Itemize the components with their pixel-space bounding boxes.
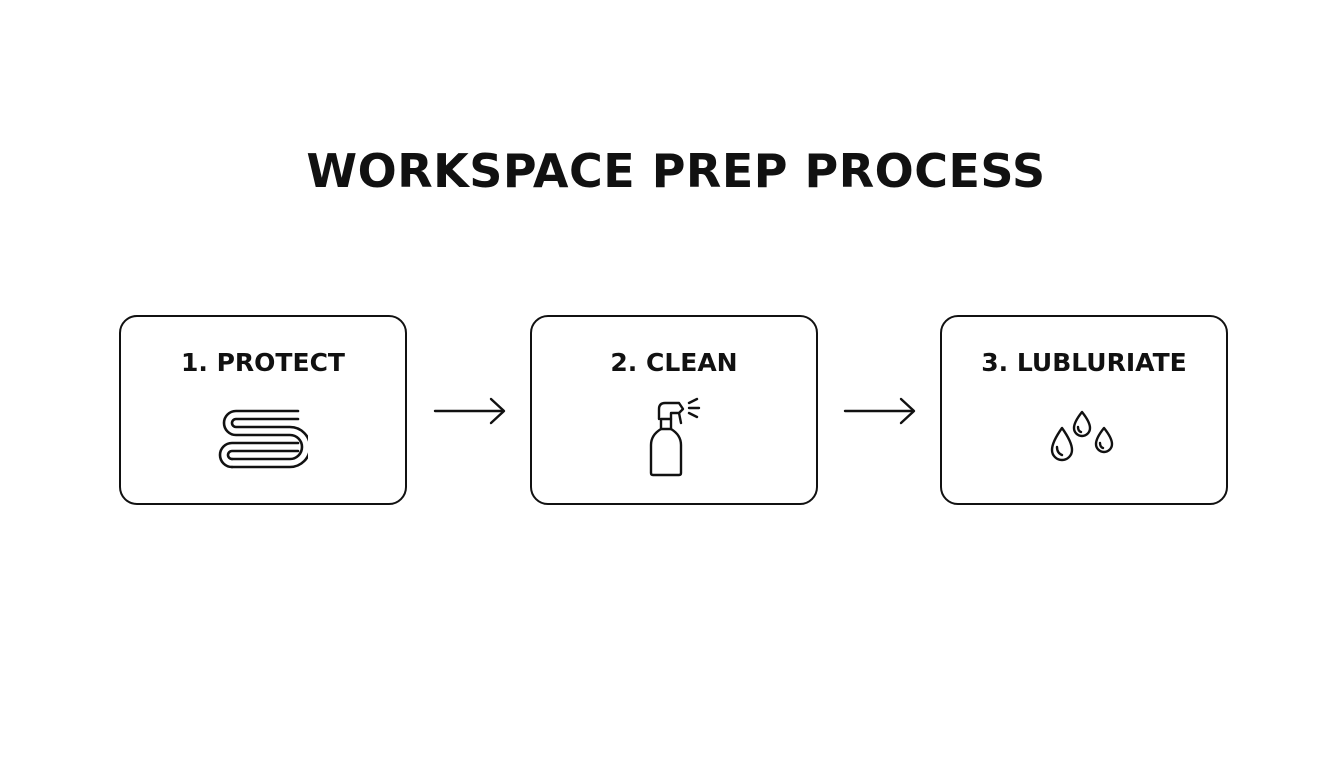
- step-lubricate: 3. LUBLURIATE: [940, 315, 1228, 505]
- arrow-right-icon: [843, 397, 916, 425]
- arrow-right-icon: [433, 397, 506, 425]
- step-protect-label: 1. PROTECT: [181, 348, 345, 377]
- step-clean-label: 2. CLEAN: [610, 348, 738, 377]
- step-lubricate-label: 3. LUBLURIATE: [981, 348, 1187, 377]
- spray-bottle-icon: [649, 397, 701, 477]
- step-clean: 2. CLEAN: [530, 315, 818, 505]
- folded-cloth-icon: [218, 409, 308, 469]
- step-protect: 1. PROTECT: [119, 315, 407, 505]
- oil-drops-icon: [1050, 410, 1114, 462]
- diagram-title: WORKSPACE PREP PROCESS: [306, 144, 1046, 198]
